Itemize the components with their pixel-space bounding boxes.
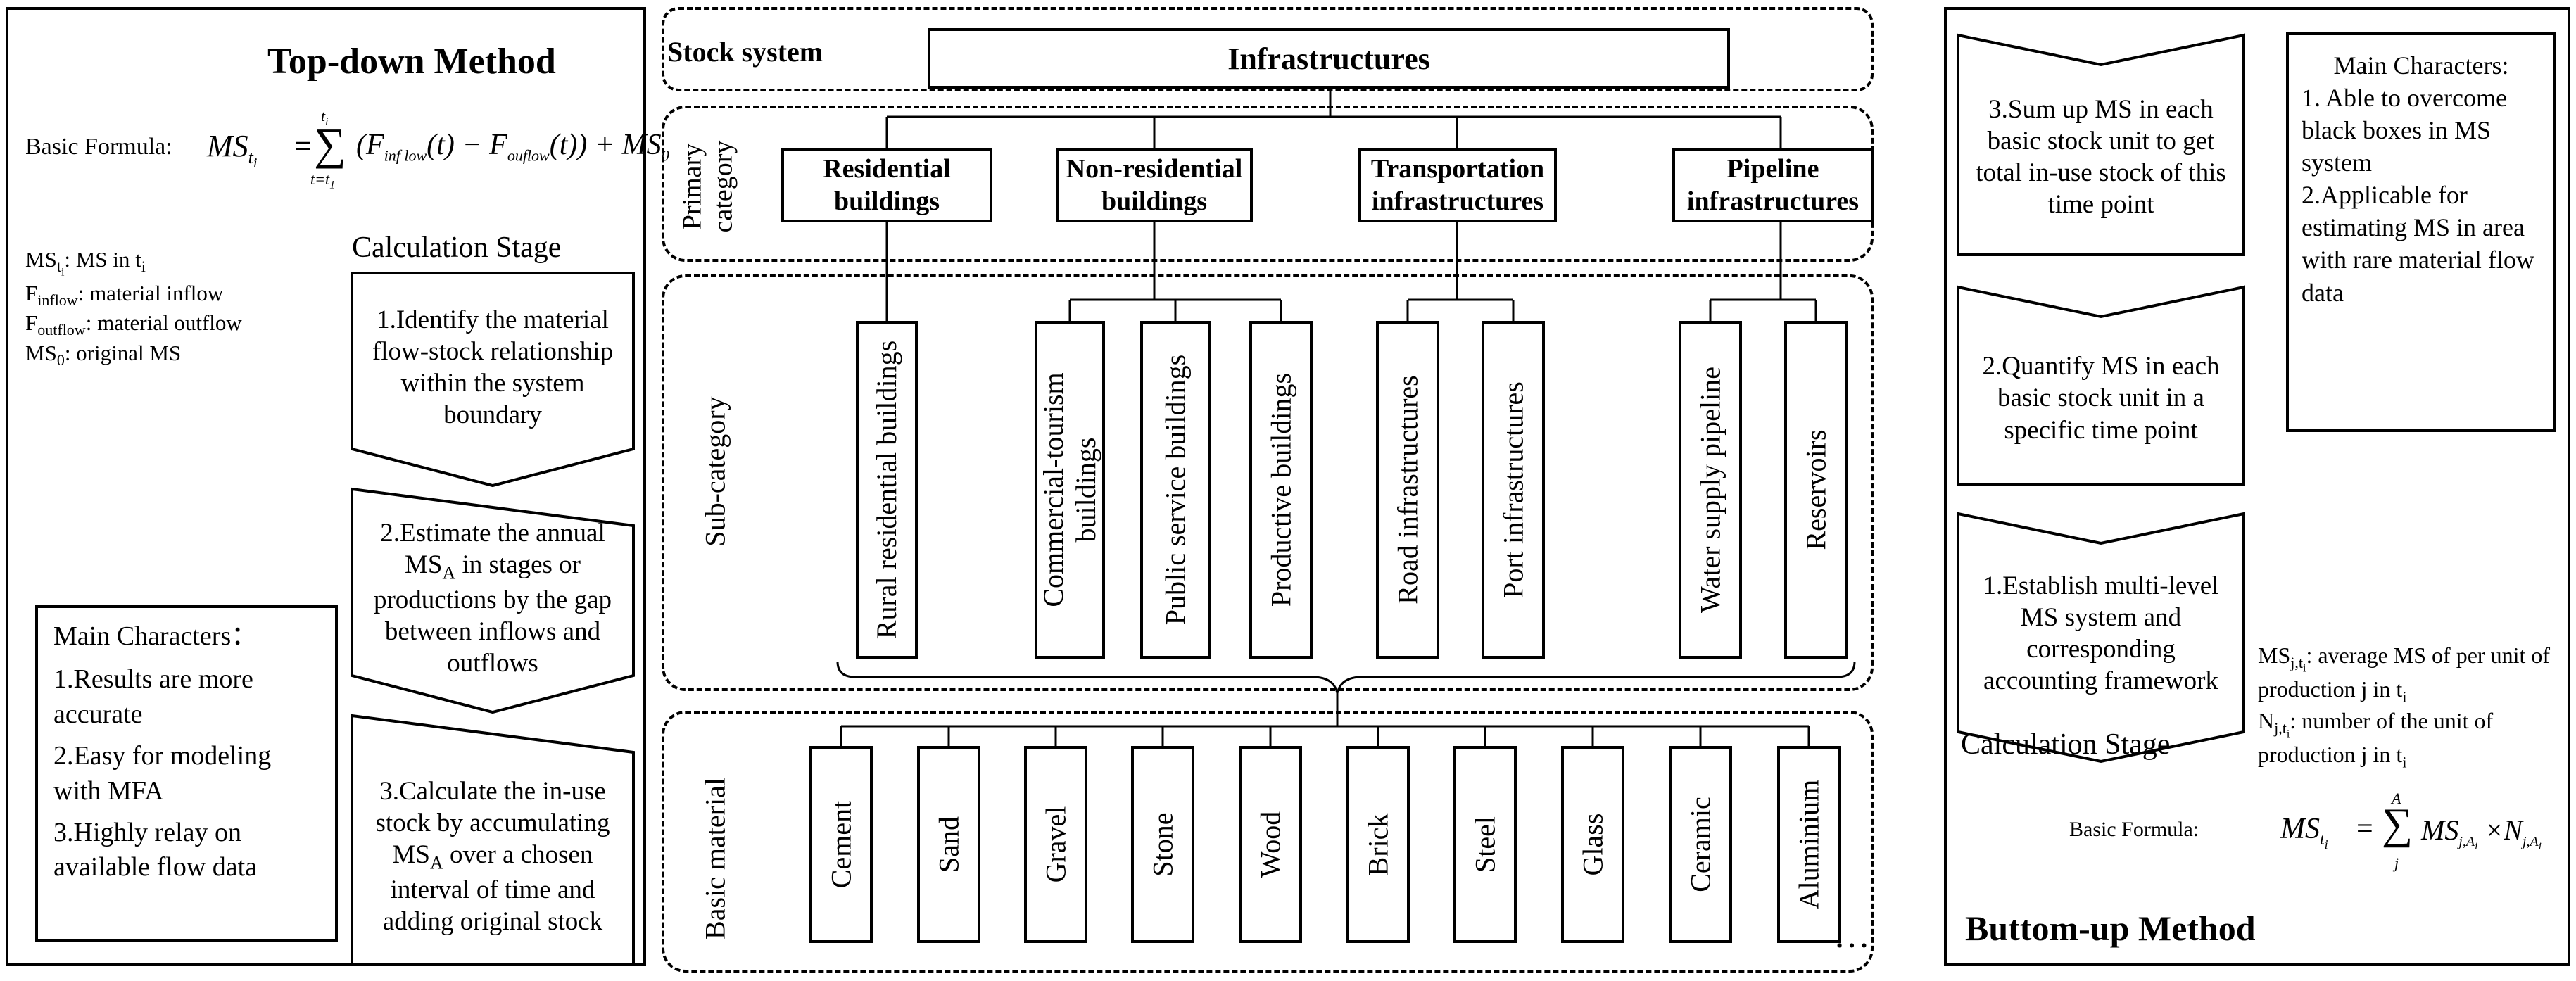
top-down-stage-title: Calculation Stage — [352, 232, 562, 264]
formula-sum-top: ti — [321, 107, 329, 128]
formula-equals: = — [2356, 813, 2373, 845]
sub-road: Road infrastructures — [1376, 321, 1439, 659]
sub-category-group — [662, 274, 1874, 691]
bottom-up-stage3-text: 3.Sum up MS in each basic stock unit to … — [1976, 94, 2226, 220]
bottom-up-stage-title: Calculation Stage — [1961, 728, 2171, 761]
character-item: 1.Results are more accurate — [53, 664, 253, 729]
bottom-up-notes: MSj,ti: average MS of per unit of produc… — [2258, 642, 2568, 772]
sub-public-service: Public service buildings — [1140, 321, 1211, 659]
legend-outflow: Foutflow: material outflow — [25, 310, 242, 339]
stage3-text: 3.Calculate the in-use stock by accumula… — [375, 776, 610, 937]
sigma-icon: ∑ — [314, 119, 346, 169]
bottom-up-formula: Basic Formula: MSti = A ∑ j MSj,Ai ×Nj,A… — [2069, 790, 2562, 878]
top-down-characters-box: Main Characters： 1.Results are more accu… — [35, 605, 338, 942]
sigma-icon: ∑ — [2382, 800, 2413, 848]
legend-ms-ti: MSti: MS in ti — [25, 247, 146, 279]
character-item: 2.Applicable for estimating MS in area w… — [2302, 181, 2534, 307]
formula-equals: = — [294, 129, 312, 163]
sub-productive: Productive buildings — [1249, 321, 1313, 659]
formula-sum-bottom: t=t1 — [310, 170, 336, 191]
characters-title: Main Characters: — [2333, 51, 2509, 80]
formula-body: MSj,Ai ×Nj,Ai — [2421, 814, 2542, 852]
character-item: 2.Easy for modeling with MFA — [53, 741, 272, 806]
material-brick: Brick — [1346, 746, 1410, 943]
material-sand: Sand — [917, 746, 980, 943]
stage2-chevron — [351, 487, 635, 714]
material-glass: Glass — [1561, 746, 1624, 943]
sub-commercial-tourism: Commercial-tourism buildings — [1035, 321, 1105, 659]
note-n-jti: Nj,ti: number of the unit of production … — [2258, 707, 2494, 771]
formula-label: Basic Formula: — [25, 134, 172, 160]
stage1-chevron — [351, 272, 635, 488]
stage3-chevron — [351, 714, 635, 966]
primary-pipeline: Pipeline infrastructures — [1672, 148, 1874, 222]
stage1-text: 1.Identify the material flow-stock relat… — [372, 305, 614, 430]
stock-system-group — [662, 7, 1874, 91]
formula-lhs: MSti — [2280, 813, 2328, 852]
stage2-text: 2.Estimate the annual MSA in stages or p… — [373, 518, 612, 678]
formula-body: (Finf low(t) − Fouflow(t)) + MS0 — [356, 129, 669, 165]
character-item: 3.Highly relay on available flow data — [53, 817, 258, 882]
sub-port: Port infrastructures — [1482, 321, 1545, 659]
formula-label: Basic Formula: — [2069, 818, 2199, 841]
basic-material-group — [662, 711, 1874, 973]
character-item: 1. Able to overcome black boxes in MS sy… — [2302, 84, 2507, 177]
material-steel: Steel — [1453, 746, 1517, 943]
top-down-legend: MSti: MS in ti Finflow: material inflow … — [25, 246, 349, 370]
formula-sum-top: A — [2392, 790, 2401, 807]
bottom-up-stage2-text: 2.Quantify MS in each basic stock unit i… — [1982, 352, 2220, 445]
legend-original-ms: MS0: original MS — [25, 340, 182, 369]
formula-lhs: MSti — [207, 129, 258, 171]
bottom-up-title: Buttom-up Method — [1965, 909, 2256, 948]
sub-reservoirs: Reservoirs — [1784, 321, 1848, 659]
material-ellipsis: … — [1833, 916, 1870, 956]
primary-transportation: Transportation infrastructures — [1358, 148, 1557, 222]
material-ceramic: Ceramic — [1669, 746, 1732, 943]
material-wood: Wood — [1239, 746, 1302, 943]
stage1-up-chevron — [1957, 512, 2245, 764]
characters-title: Main Characters： — [53, 621, 258, 651]
top-down-formula: Basic Formula: MSti = ti ∑ t=t1 (Finf lo… — [25, 107, 669, 191]
bottom-up-stage1-text: 1.Establish multi-level MS system and co… — [1983, 571, 2219, 696]
material-aluminium: Aluminium — [1777, 746, 1841, 943]
bottom-up-characters-box: Main Characters: 1. Able to overcome bla… — [2286, 32, 2556, 432]
material-stone: Stone — [1131, 746, 1194, 943]
material-cement: Cement — [809, 746, 873, 943]
stage2-up-chevron — [1957, 285, 2245, 486]
primary-residential: Residential buildings — [781, 148, 992, 222]
note-ms-jti: MSj,ti: average MS of per unit of produc… — [2258, 643, 2550, 706]
sub-water-supply: Water supply pipeline — [1679, 321, 1742, 659]
legend-inflow: Finflow: material inflow — [25, 280, 224, 309]
stock-system-label: Stock system — [667, 36, 823, 68]
primary-non-residential: Non-residential buildings — [1056, 148, 1253, 222]
sub-rural-residential: Rural residential buildings — [856, 321, 918, 659]
top-down-title: Top-down Method — [267, 42, 556, 82]
stage3-up-chevron — [1957, 33, 2245, 256]
infrastructures-node: Infrastructures — [928, 28, 1730, 89]
material-gravel: Gravel — [1024, 746, 1087, 943]
formula-sum-bottom: j — [2394, 854, 2399, 872]
